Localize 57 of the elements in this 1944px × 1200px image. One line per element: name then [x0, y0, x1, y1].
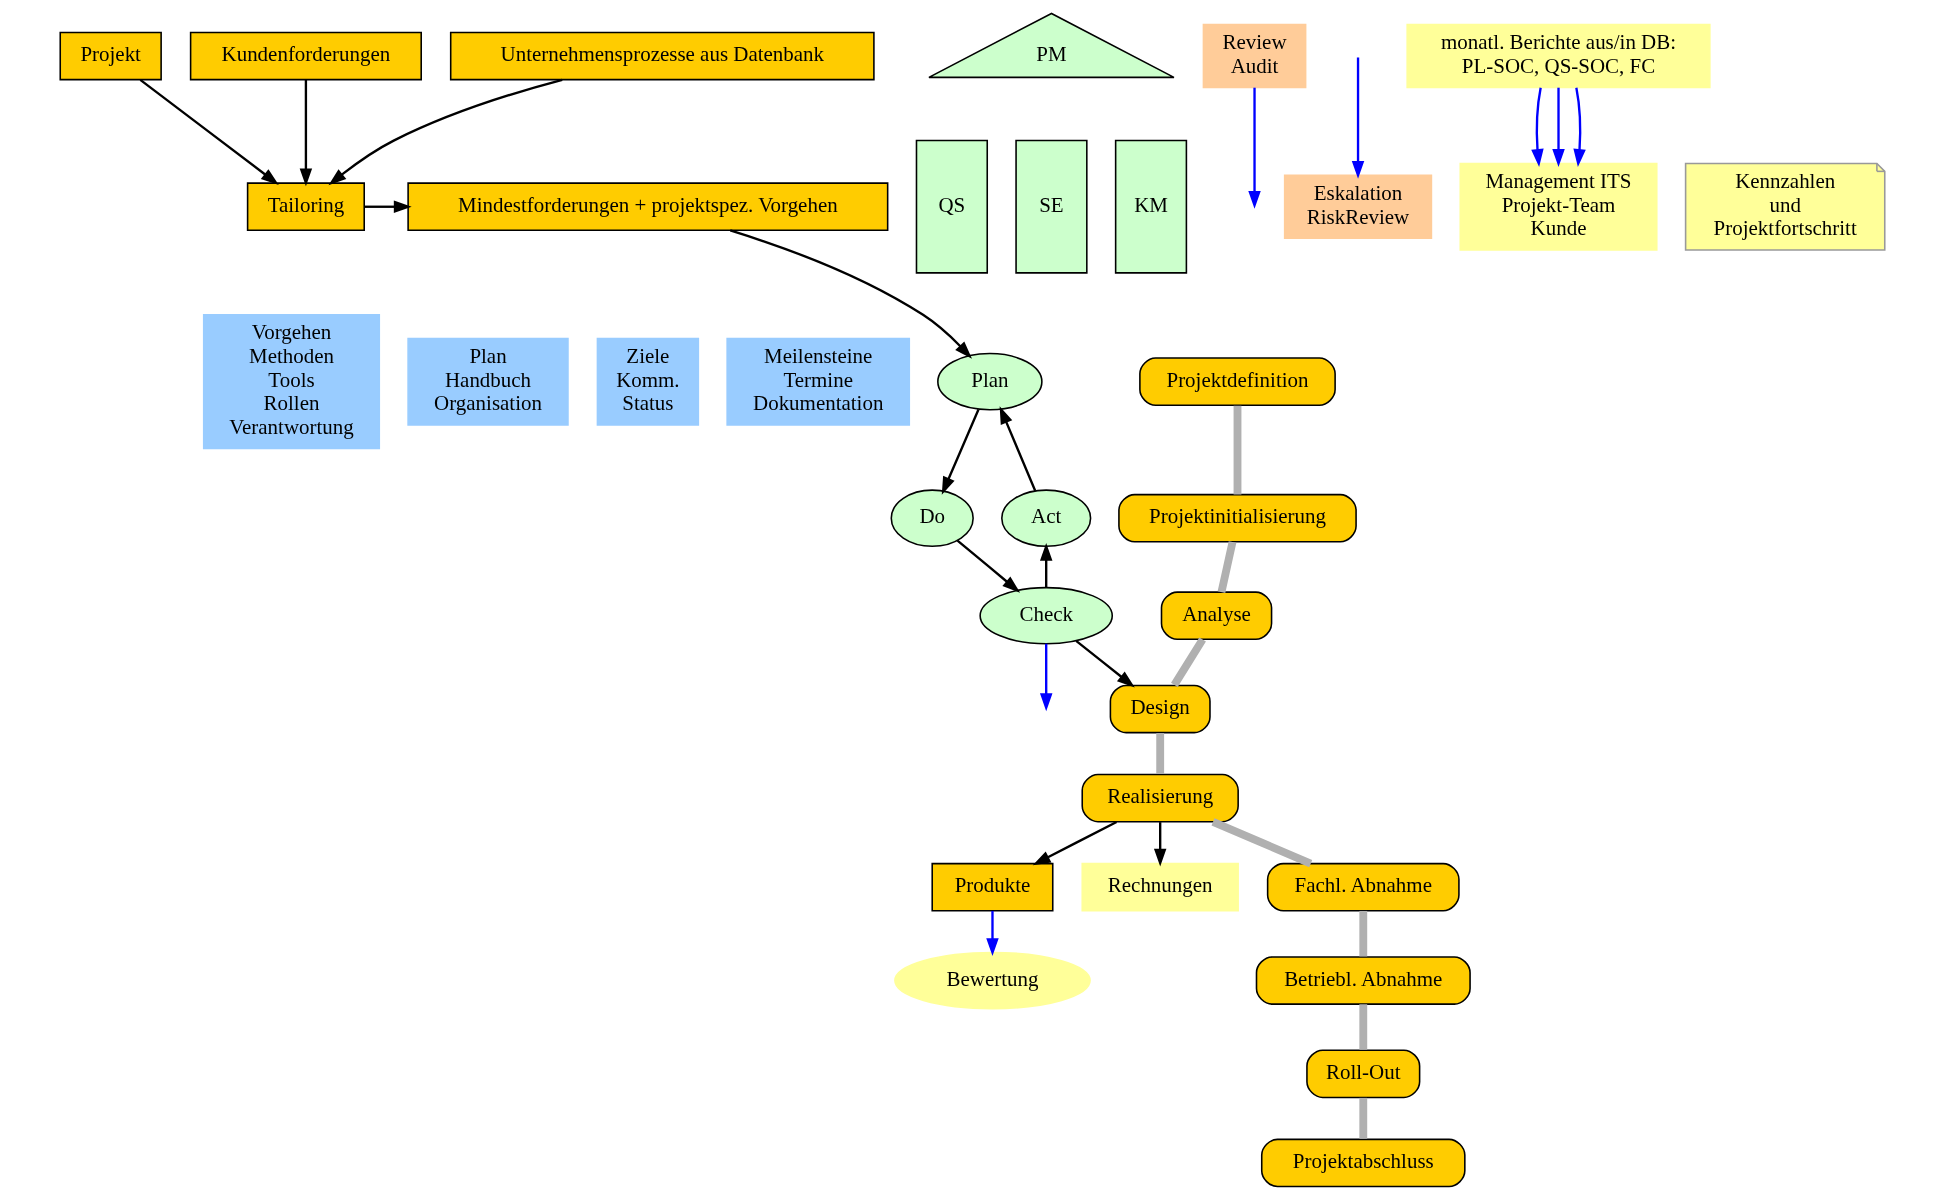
arrow	[1572, 87, 1586, 167]
node-box: Vorgehen Methoden Tools Rollen Verantwortung	[202, 314, 380, 450]
arrow	[956, 539, 1020, 593]
node-box: Tailoring	[246, 182, 365, 232]
node-box: SE	[1014, 139, 1088, 274]
node-box: QS	[915, 139, 988, 274]
node-box: Management ITS Projekt-Team Kunde	[1458, 162, 1658, 251]
node-box: Betriebl. Abnahme	[1255, 956, 1471, 1005]
connector	[1358, 1004, 1367, 1050]
arrow	[299, 79, 312, 187]
node-box: Roll-Out	[1305, 1049, 1420, 1099]
node-box: Realisierung	[1080, 773, 1239, 823]
connector	[1210, 818, 1312, 868]
node-box: Fachl. Abnahme	[1266, 862, 1460, 912]
node-box: Projektabschluss	[1260, 1138, 1466, 1188]
node-box: Produkte	[930, 862, 1054, 912]
node-box: Unternehmensprozesse aus Datenbank	[449, 31, 875, 81]
node-box: Review Audit	[1202, 23, 1306, 89]
node-box: Projektinitialisierung	[1117, 493, 1357, 543]
connector	[1170, 637, 1206, 687]
node-box: Rechnungen	[1080, 862, 1239, 912]
arrow	[729, 229, 972, 359]
node-ellipse: Do	[890, 489, 974, 548]
node-box: Kundenforderungen	[189, 31, 422, 81]
arrow	[328, 78, 563, 186]
connector	[1233, 405, 1241, 495]
arrow	[1032, 820, 1117, 866]
arrow	[1074, 639, 1135, 688]
node-box: Analyse	[1160, 591, 1272, 641]
node-box: Eskalation RiskReview	[1283, 174, 1432, 239]
node-box: Design	[1109, 684, 1211, 734]
node-box: Plan Handbuch Organisation	[406, 337, 569, 426]
connector	[1358, 910, 1367, 957]
node-box: Projektdefinition	[1138, 357, 1336, 407]
arrow	[1039, 542, 1052, 588]
node-ellipse: Act	[1000, 489, 1091, 548]
node-ellipse: Check	[978, 586, 1113, 645]
node-ellipse: Bewertung	[893, 951, 1091, 1010]
node-box: Meilensteine Termine Dokumentation	[725, 337, 910, 426]
arrow	[999, 406, 1036, 492]
arrow	[1351, 57, 1364, 179]
node-box: monatl. Berichte aus/in DB: PL-SOC, QS-SOC, FC	[1405, 23, 1711, 89]
arrow	[1153, 822, 1166, 867]
node-ellipse: Plan	[936, 352, 1043, 411]
arrow	[1530, 87, 1544, 167]
arrow	[941, 408, 980, 495]
connector	[1358, 1097, 1367, 1139]
connector	[1155, 733, 1164, 774]
arrow	[1551, 87, 1565, 167]
arrow	[139, 78, 279, 185]
arrow	[363, 200, 412, 213]
node-box: Mindestforderungen + projektspez. Vorgehen	[406, 182, 888, 232]
node-box: Ziele Komm. Status	[596, 337, 699, 426]
node-box: Projekt	[58, 31, 162, 81]
connector	[1217, 541, 1236, 593]
node-box: KM	[1114, 139, 1187, 274]
arrow	[985, 910, 999, 957]
